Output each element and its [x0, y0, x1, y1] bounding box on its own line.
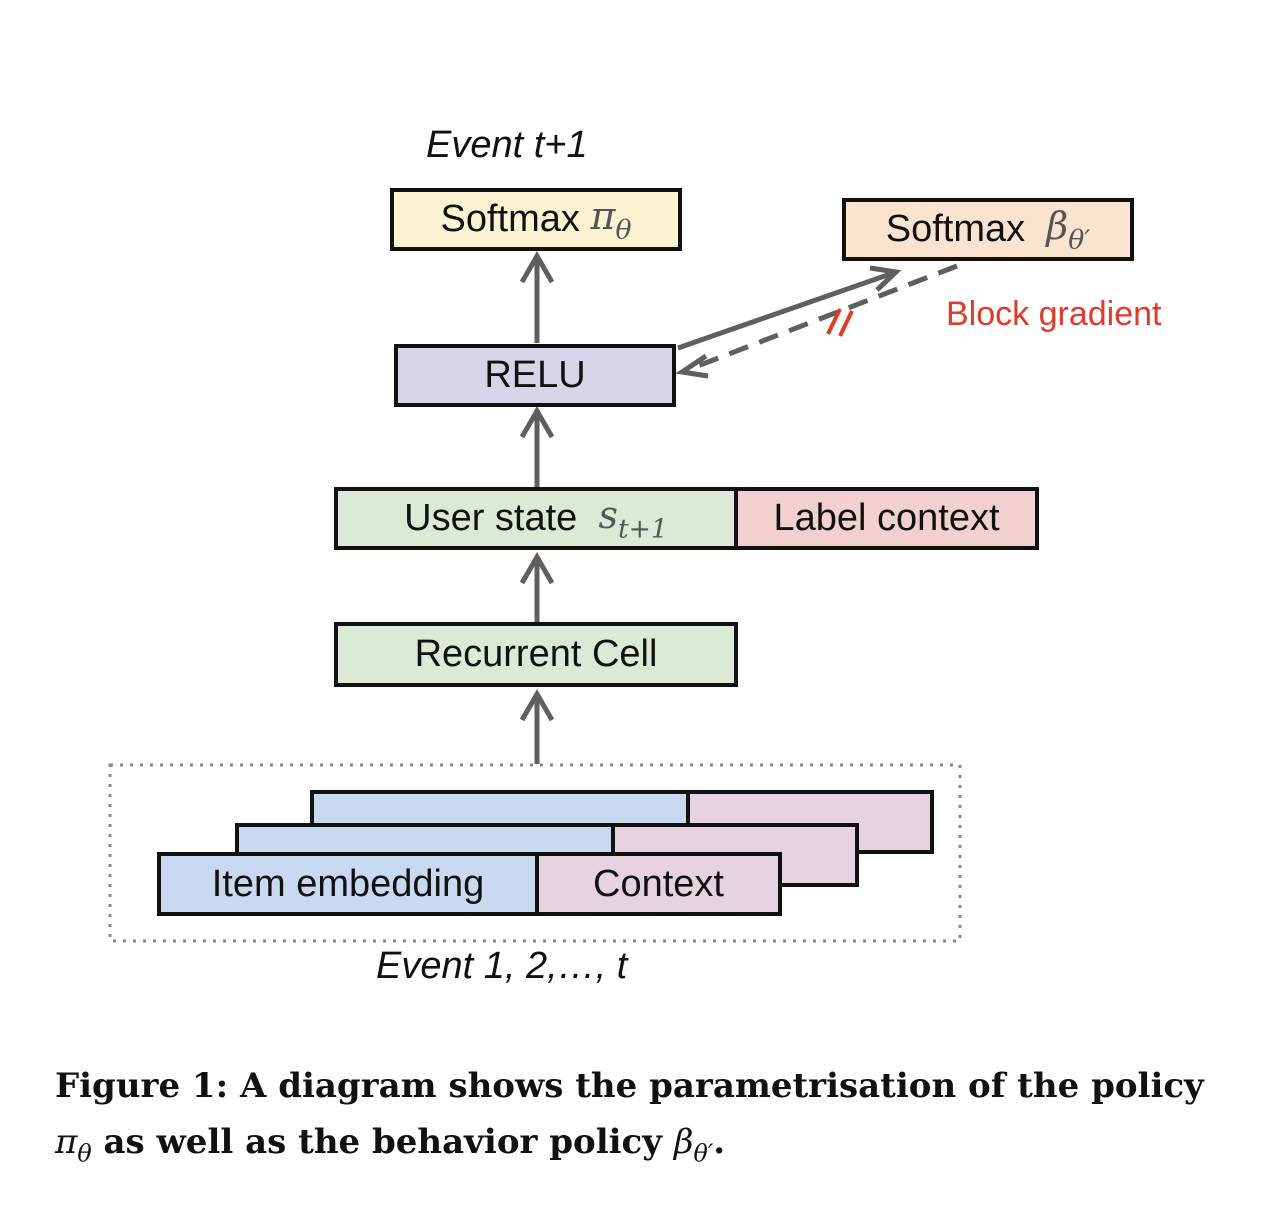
caption-beta: βθ′ — [673, 1122, 714, 1168]
softmax-beta-box: Softmax βθ′ — [842, 198, 1134, 261]
recurrent-cell-box: Recurrent Cell — [334, 622, 738, 687]
caption-pi: πθ — [55, 1122, 92, 1168]
beta-symbol: βθ′ — [1046, 203, 1091, 256]
events-group-border — [108, 763, 962, 943]
figure-caption: Figure 1: A diagram shows the parametris… — [55, 1058, 1255, 1181]
caption-lead: Figure 1: A diagram shows the parametris… — [55, 1066, 1204, 1106]
arrow-relu-to-softmax-beta — [677, 269, 897, 351]
dashed-gradient-line — [689, 263, 958, 372]
context-box: Context — [535, 852, 782, 916]
relu-box: RELU — [394, 344, 676, 407]
arrow-relu-to-softmax-beta-head — [869, 265, 902, 292]
softmax-beta-label: Softmax — [885, 208, 1026, 250]
arrow-cell-to-state-head — [519, 551, 555, 585]
user-state-label: User state — [404, 497, 578, 539]
softmax-pi-label: Softmax — [440, 198, 580, 240]
softmax-pi-box: Softmax πθ — [390, 188, 682, 251]
arrow-events-to-cell-head — [519, 688, 555, 722]
caption-end: . — [713, 1122, 726, 1162]
dashed-gradient-head — [675, 353, 709, 379]
item-embedding-box: Item embedding — [157, 852, 539, 916]
block-gradient-mark-1 — [826, 308, 842, 335]
event-bottom-label: Event 1, 2,…, t — [376, 945, 628, 987]
caption-mid: as well as the behavior policy — [103, 1122, 663, 1162]
block-gradient-label: Block gradient — [946, 295, 1162, 333]
event-top-label: Event t+1 — [426, 124, 588, 166]
user-state-box: User state st+1 — [334, 487, 738, 550]
block-gradient-mark-2 — [838, 310, 854, 337]
pi-symbol: πθ — [590, 193, 632, 246]
state-symbol: st+1 — [598, 492, 668, 545]
label-context-box: Label context — [734, 487, 1039, 550]
arrow-relu-to-softmax-pi-head — [519, 250, 555, 284]
arrow-state-to-relu-head — [519, 405, 555, 439]
